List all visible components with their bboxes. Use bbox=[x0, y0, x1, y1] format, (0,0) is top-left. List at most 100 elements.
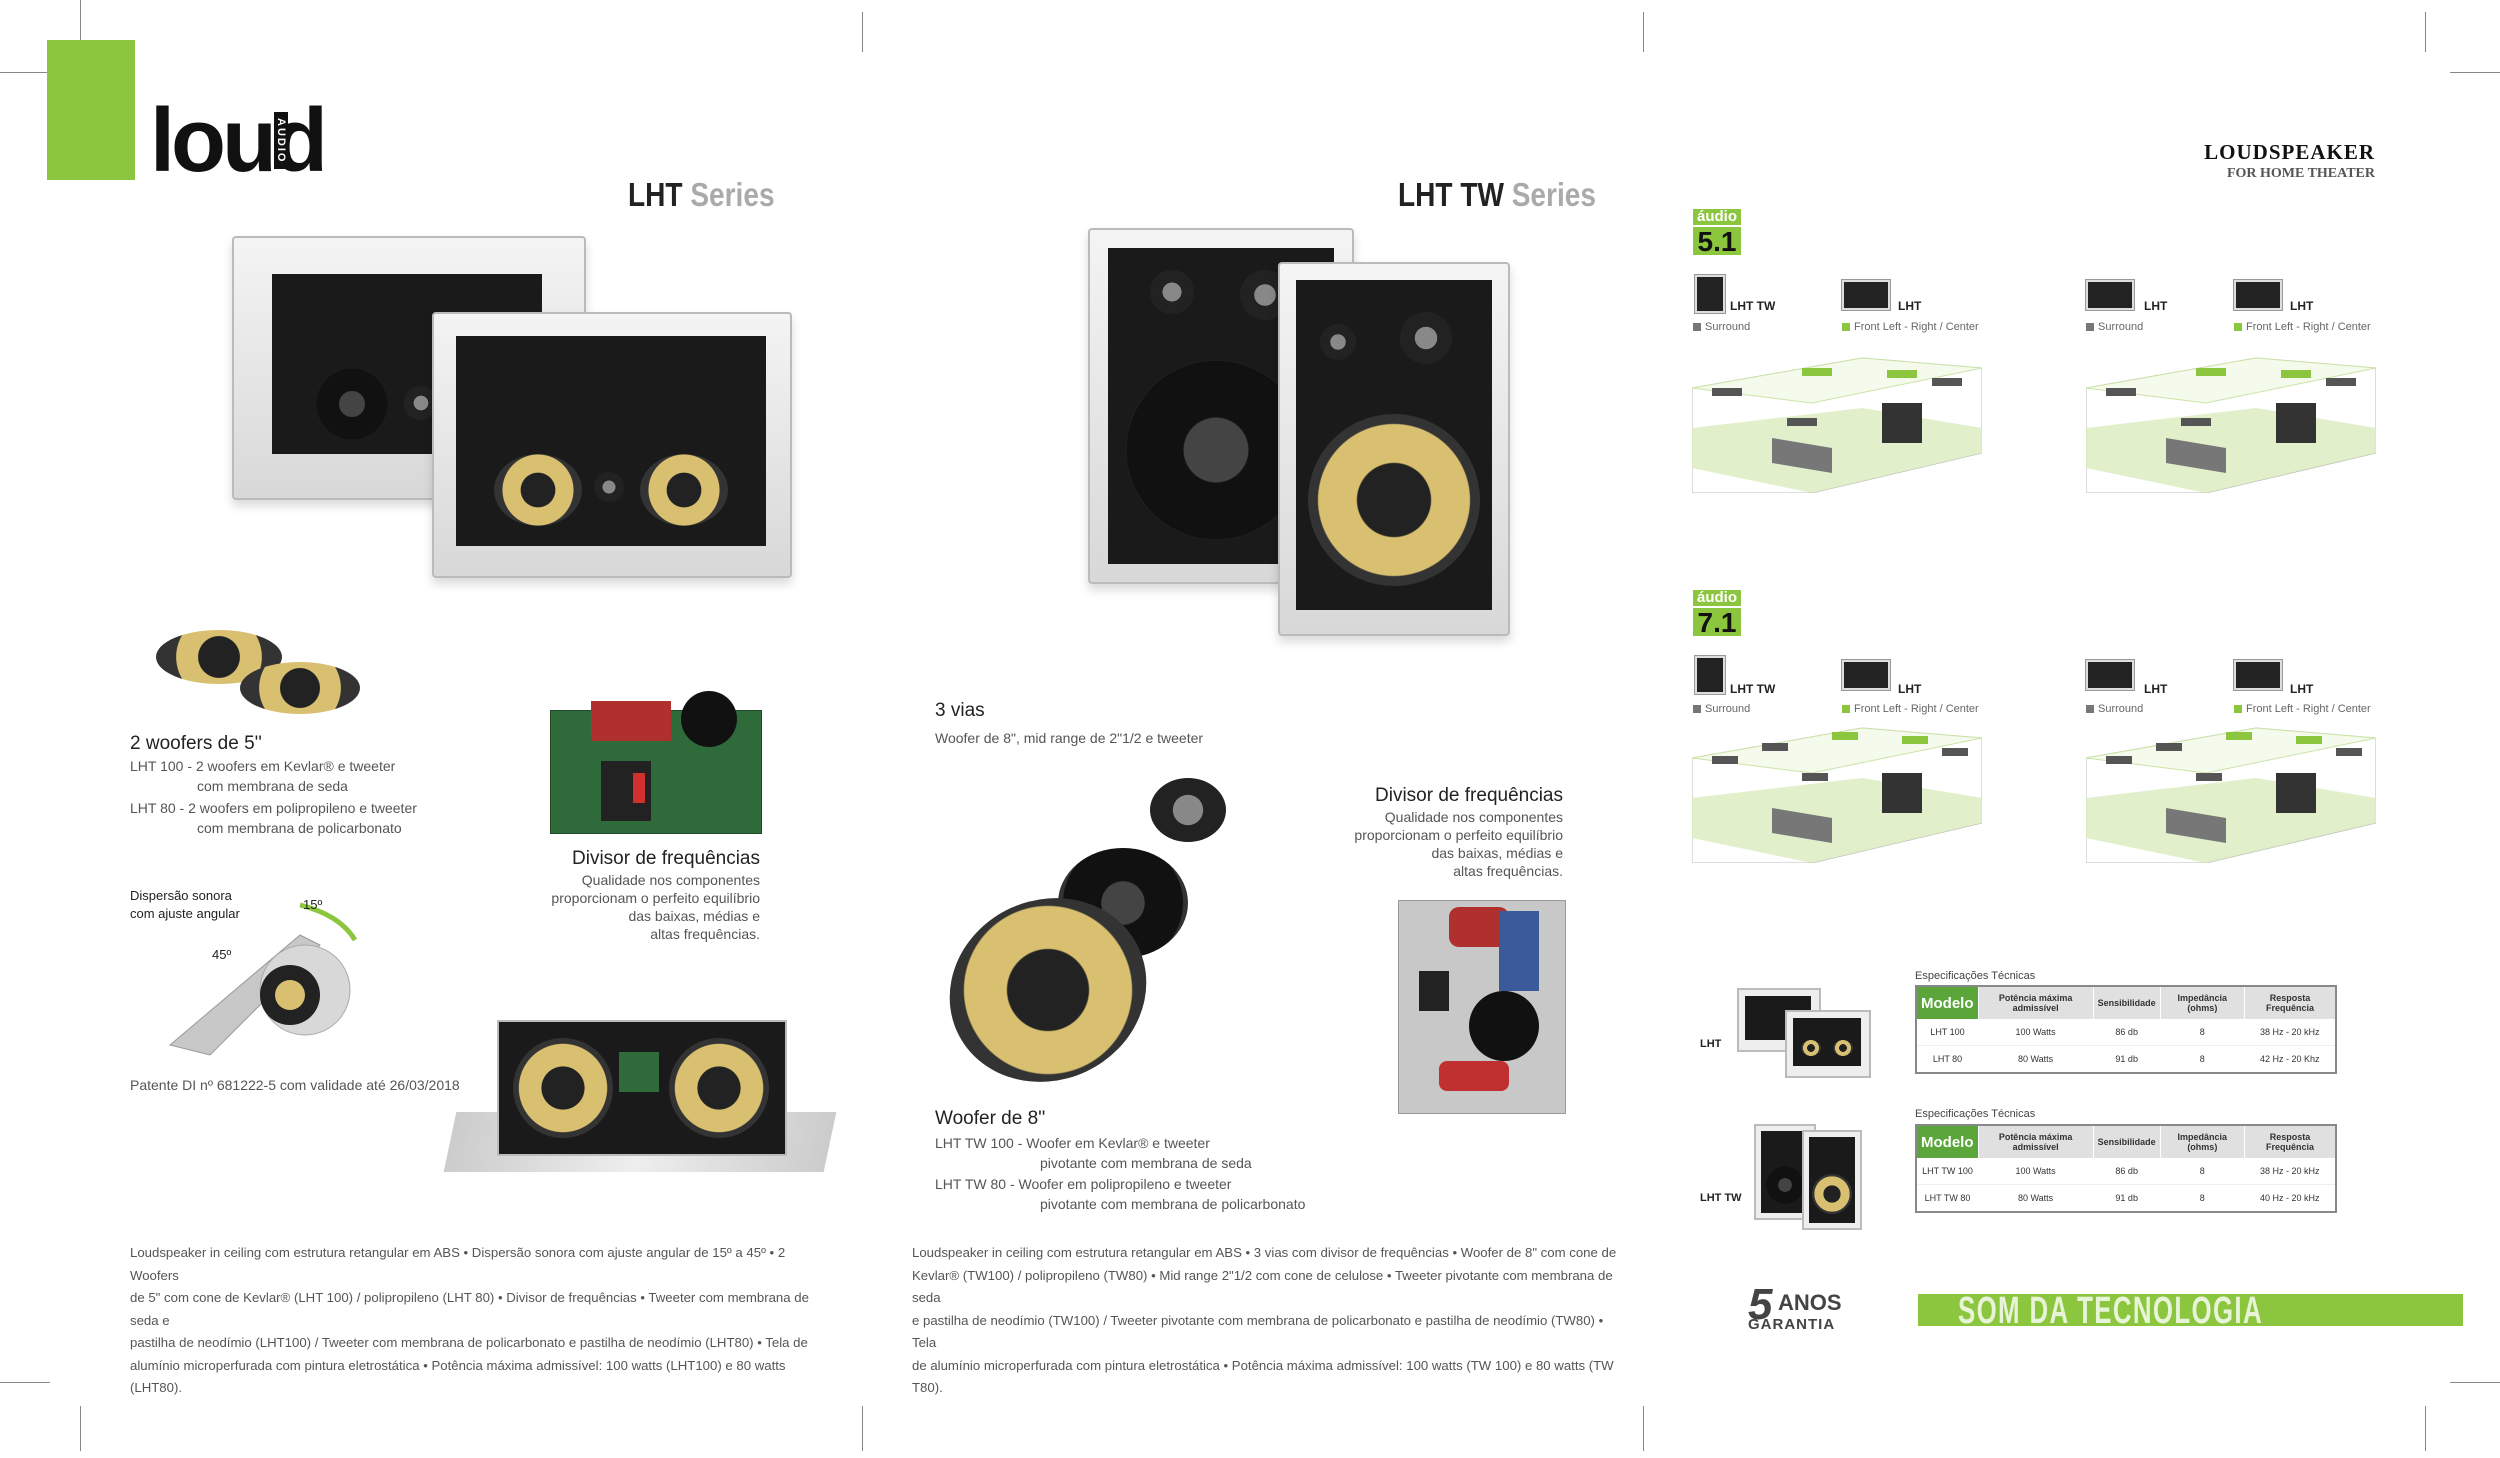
crop-mark bbox=[80, 0, 81, 50]
badge-number: 5.1 bbox=[1693, 225, 1741, 257]
cell: 38 Hz - 20 kHz bbox=[2244, 1019, 2336, 1046]
dispersao-line: com ajuste angular bbox=[130, 906, 240, 921]
cell: 8 bbox=[2160, 1045, 2245, 1074]
tweeter-image bbox=[1150, 778, 1226, 842]
body-line: de alumínio microperfurada com pintura e… bbox=[912, 1357, 1614, 1396]
divisor-line: das baixas, médias e bbox=[1431, 845, 1563, 861]
crossover-board-image bbox=[1398, 900, 1566, 1114]
angle-15-label: 15º bbox=[303, 897, 323, 912]
divisor-heading: Divisor de frequências bbox=[1375, 785, 1563, 806]
spec-caption: Especificações Técnicas bbox=[1915, 970, 2036, 982]
divisor-line: altas frequências. bbox=[650, 926, 760, 942]
legend-surround: Surround bbox=[2086, 703, 2143, 715]
cell: 8 bbox=[2160, 1019, 2245, 1046]
woofer-line: LHT 100 - 2 woofers em Kevlar® e tweeter bbox=[130, 758, 396, 774]
crossover-board-image bbox=[550, 691, 762, 834]
body-line: Loudspeaker in ceiling com estrutura ret… bbox=[130, 1245, 786, 1283]
audio-51-badge: áudio 5.1 bbox=[1693, 209, 1741, 257]
legend-surround: Surround bbox=[1693, 321, 1750, 333]
woofer-line: com membrana de policarbonato bbox=[197, 820, 402, 836]
th-model: Modelo bbox=[1916, 1125, 1979, 1158]
room-diagram-51-a bbox=[1692, 357, 1982, 493]
logo-square bbox=[47, 40, 135, 180]
th-response: Resposta Frequência bbox=[2244, 986, 2337, 1019]
lht-icon bbox=[2086, 280, 2134, 310]
cell: 91 db bbox=[2093, 1184, 2161, 1213]
vias-heading: 3 vias bbox=[935, 700, 985, 721]
audio-71-badge: áudio 7.1 bbox=[1693, 590, 1741, 638]
dispersao-line: Dispersão sonora bbox=[130, 888, 232, 903]
cell: 38 Hz - 20 kHz bbox=[2244, 1158, 2336, 1185]
crop-mark bbox=[2425, 1406, 2426, 1451]
legend-surround: Surround bbox=[2086, 321, 2143, 333]
garantia-anos: ANOS bbox=[1778, 1290, 1842, 1315]
divisor-line: proporcionam o perfeito equilíbrio bbox=[551, 890, 760, 906]
crop-mark bbox=[0, 72, 50, 73]
lht-tw-icon bbox=[1695, 656, 1725, 694]
lht-speaker-front bbox=[432, 312, 792, 578]
crop-mark bbox=[2425, 12, 2426, 52]
spec-table-lht-tw: Modelo Potência máxima admissível Sensib… bbox=[1915, 1124, 2337, 1213]
woofer-line: com membrana de seda bbox=[197, 778, 348, 794]
garantia-number: 5 bbox=[1748, 1280, 1773, 1329]
lht-thumb bbox=[1785, 1010, 1871, 1078]
body-line: Kevlar® (TW100) / polipropileno (TW80) •… bbox=[912, 1267, 1613, 1306]
woofer-line: pivotante com membrana de policarbonato bbox=[1040, 1196, 1306, 1212]
legend-front: Front Left - Right / Center bbox=[2234, 321, 2371, 333]
table-row: LHT TW 100 100 Watts 86 db 8 38 Hz - 20 … bbox=[1916, 1158, 2336, 1185]
logo-audio-tag: AUDIO bbox=[274, 112, 288, 170]
legend-front: Front Left - Right / Center bbox=[1842, 321, 1979, 333]
lht-icon bbox=[2234, 660, 2282, 690]
th-model: Modelo bbox=[1916, 986, 1979, 1019]
th-sensitivity: Sensibilidade bbox=[2093, 1125, 2161, 1158]
body-line: de 5" com cone de Kevlar® (LHT 100) / po… bbox=[130, 1290, 809, 1328]
crop-mark bbox=[1643, 12, 1644, 52]
body-line: pastilha de neodímio (LHT100) / Tweeter … bbox=[130, 1335, 808, 1350]
table-row: LHT 100 100 Watts 86 db 8 38 Hz - 20 kHz bbox=[1916, 1019, 2336, 1046]
th-impedance: Impedância (ohms) bbox=[2160, 1125, 2245, 1158]
cell: 86 db bbox=[2093, 1158, 2161, 1185]
legend-front: Front Left - Right / Center bbox=[2234, 703, 2371, 715]
cell: LHT TW 100 bbox=[1916, 1158, 1978, 1185]
header-title: LOUDSPEAKER bbox=[2204, 140, 2375, 164]
lht-series-title: LHT Series bbox=[628, 176, 775, 214]
cell: 40 Hz - 20 kHz bbox=[2244, 1184, 2336, 1213]
room-diagram-71-b bbox=[2086, 727, 2376, 863]
crop-mark bbox=[0, 1382, 50, 1383]
spec-table-lht: Modelo Potência máxima admissível Sensib… bbox=[1915, 985, 2337, 1074]
cell: 100 Watts bbox=[1978, 1019, 2094, 1046]
crop-mark bbox=[862, 1406, 863, 1451]
angle-adjust-illustration bbox=[168, 902, 358, 1056]
th-response: Resposta Frequência bbox=[2244, 1125, 2337, 1158]
slogan-banner bbox=[1918, 1294, 2463, 1326]
woofer-line: LHT 80 - 2 woofers em polipropileno e tw… bbox=[130, 800, 417, 816]
legend-surround: Surround bbox=[1693, 703, 1750, 715]
table-row: LHT 80 80 Watts 91 db 8 42 Hz - 20 Khz bbox=[1916, 1045, 2336, 1074]
divisor-line: altas frequências. bbox=[1453, 863, 1563, 879]
lht-icon bbox=[2234, 280, 2282, 310]
woofer-line: LHT TW 100 - Woofer em Kevlar® e tweeter bbox=[935, 1135, 1210, 1151]
garantia-word: GARANTIA bbox=[1748, 1316, 1836, 1333]
badge-top: áudio bbox=[1693, 209, 1741, 225]
room-diagram-51-b bbox=[2086, 357, 2376, 493]
series-title-light: Series bbox=[1503, 176, 1596, 213]
th-power: Potência máxima admissível bbox=[1978, 1125, 2094, 1158]
cell: LHT 80 bbox=[1916, 1045, 1978, 1074]
cell: 80 Watts bbox=[1978, 1184, 2094, 1213]
crop-mark bbox=[80, 1406, 81, 1451]
divisor-line: Qualidade nos componentes bbox=[581, 872, 760, 888]
woofer-image bbox=[240, 662, 360, 714]
woofer-line: pivotante com membrana de seda bbox=[1040, 1155, 1252, 1171]
badge-top: áudio bbox=[1693, 590, 1741, 606]
cell: 86 db bbox=[2093, 1019, 2161, 1046]
lht-tw-thumb bbox=[1802, 1130, 1862, 1230]
th-sensitivity: Sensibilidade bbox=[2093, 986, 2161, 1019]
lht-icon bbox=[1842, 280, 1890, 310]
slogan-text: SOM DA TECNOLOGIA bbox=[1958, 1290, 2263, 1332]
legend-label: LHT bbox=[2290, 682, 2314, 696]
table1-label: LHT bbox=[1700, 1038, 1722, 1050]
series-title-strong: LHT TW bbox=[1398, 176, 1504, 213]
woofer-8-heading: Woofer de 8'' bbox=[935, 1108, 1046, 1129]
woofers-heading: 2 woofers de 5'' bbox=[130, 733, 262, 754]
cell: 80 Watts bbox=[1978, 1045, 2094, 1074]
